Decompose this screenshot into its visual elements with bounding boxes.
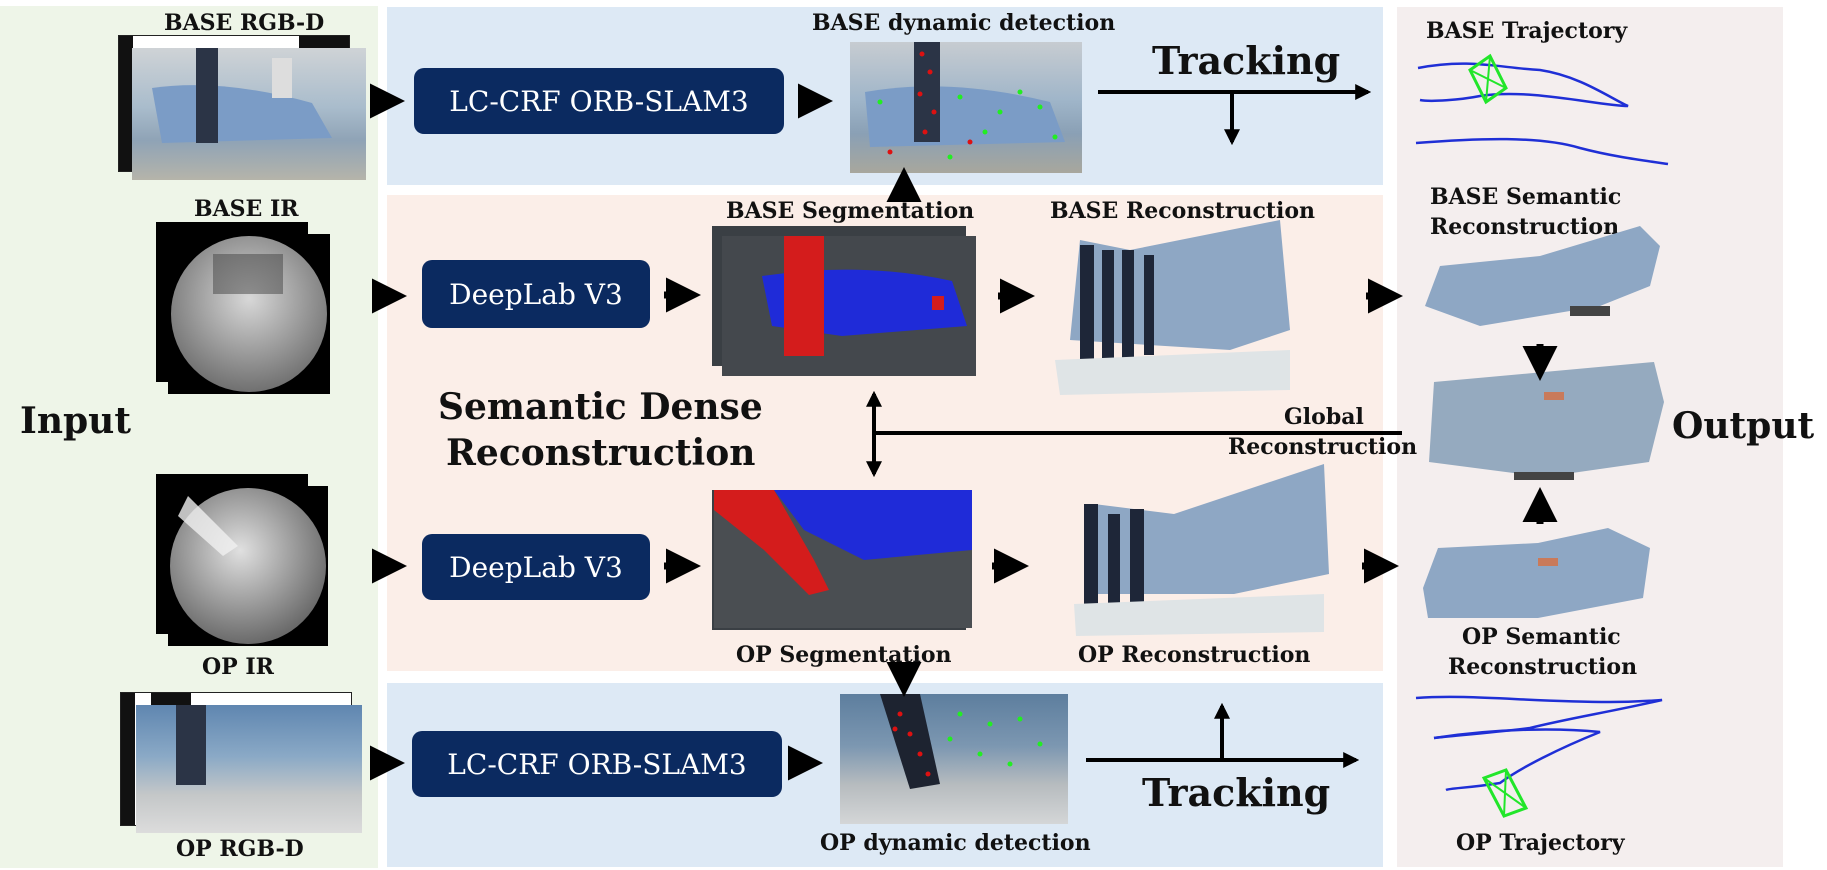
output-title: Output (1672, 405, 1815, 447)
op-dynamic-detection-image (840, 694, 1068, 824)
base-rgbd-image (132, 48, 366, 180)
tracking-bottom-label: Tracking (1142, 770, 1331, 815)
tracking-top-label: Tracking (1152, 38, 1341, 83)
global-reconstruction-label-line1: Global (1284, 404, 1364, 430)
base-ir-label: BASE IR (194, 196, 299, 222)
op-ir-image (168, 486, 328, 646)
base-trajectory-label: BASE Trajectory (1426, 18, 1628, 44)
op-semantic-reconstruction-image (1418, 528, 1658, 628)
slam-top-box: LC-CRF ORB-SLAM3 (414, 68, 784, 134)
op-ir-label: OP IR (202, 654, 274, 680)
base-dynamic-detection-image (850, 42, 1082, 173)
base-rgbd-label: BASE RGB-D (164, 10, 325, 36)
base-semantic-reconstruction-image (1420, 226, 1664, 346)
op-semantic-label-line2: Reconstruction (1448, 654, 1638, 680)
global-reconstruction-label-line2: Reconstruction (1228, 434, 1418, 460)
op-rgbd-image (136, 705, 362, 833)
input-title: Input (20, 400, 131, 442)
base-reconstruction-image (1050, 220, 1294, 404)
deeplab-bottom-box: DeepLab V3 (422, 534, 650, 600)
op-reconstruction-label: OP Reconstruction (1078, 642, 1311, 668)
semantic-dense-title-line2: Reconstruction (446, 432, 756, 474)
op-rgbd-label: OP RGB-D (176, 836, 304, 862)
op-semantic-label-line1: OP Semantic (1462, 624, 1621, 650)
op-segmentation-image (714, 490, 972, 628)
slam-bottom-box: LC-CRF ORB-SLAM3 (412, 731, 782, 797)
base-dynamic-detection-label: BASE dynamic detection (812, 10, 1116, 36)
global-reconstruction-image (1424, 362, 1668, 490)
base-ir-image (168, 234, 330, 394)
base-semantic-label-line1: BASE Semantic (1430, 184, 1622, 210)
base-semantic-label-line2: Reconstruction (1430, 214, 1620, 240)
op-trajectory-label: OP Trajectory (1456, 830, 1625, 856)
base-segmentation-label: BASE Segmentation (726, 198, 975, 224)
base-trajectory-plot (1410, 48, 1670, 168)
op-reconstruction-image (1064, 464, 1334, 642)
op-dynamic-detection-label: OP dynamic detection (820, 830, 1091, 856)
op-trajectory-plot (1410, 688, 1672, 828)
base-reconstruction-label: BASE Reconstruction (1050, 198, 1316, 224)
semantic-dense-title-line1: Semantic Dense (438, 386, 763, 428)
deeplab-top-box: DeepLab V3 (422, 260, 650, 328)
base-segmentation-image (722, 236, 976, 376)
